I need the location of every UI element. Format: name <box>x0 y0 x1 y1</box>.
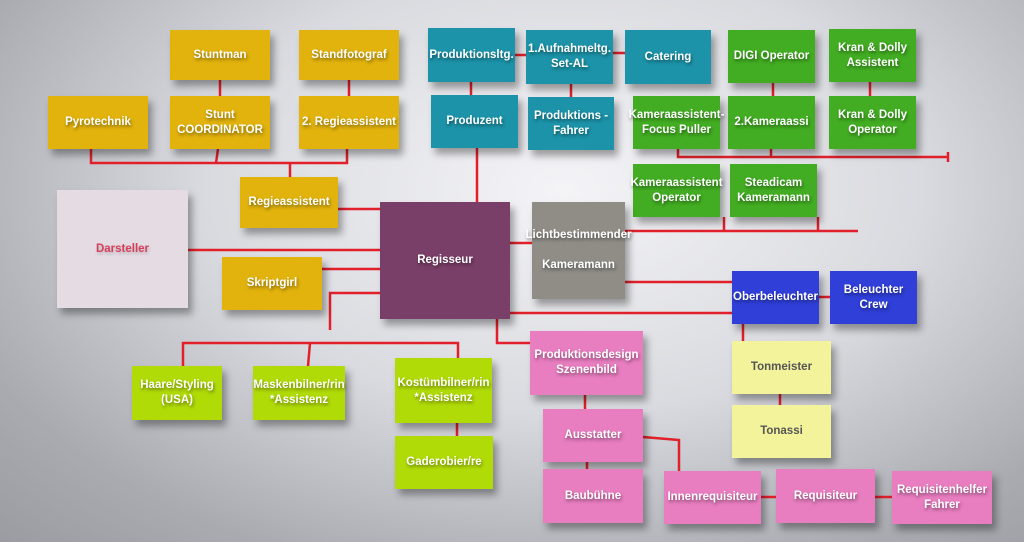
node-produktionsdesign: Produktionsdesign Szenenbild <box>530 331 643 395</box>
node-aufnahmeltg: 1.Aufnahmeltg. Set-AL <box>526 30 613 84</box>
node-kran-dolly-assistent: Kran & Dolly Assistent <box>829 29 916 82</box>
node-stuntman: Stuntman <box>170 30 270 80</box>
node-beleuchter-crew: Beleuchter Crew <box>830 271 917 324</box>
node-produktionsltg: Produktionsltg. <box>428 28 515 82</box>
node-requisiteur: Requisiteur <box>776 469 875 523</box>
node-produzent: Produzent <box>431 95 518 148</box>
node-baubuehne: Baubühne <box>543 469 643 523</box>
node-standfotograf: Standfotograf <box>299 30 399 80</box>
node-haare-styling: Haare/Styling (USA) <box>132 366 222 420</box>
node-regieassistent-2: 2. Regieassistent <box>299 96 399 149</box>
node-innenrequisiteur: Innenrequisiteur <box>664 471 761 524</box>
node-tonassi: Tonassi <box>732 405 831 458</box>
node-catering: Catering <box>625 30 711 84</box>
node-regieassistent: Regieassistent <box>240 177 338 228</box>
node-darsteller: Darsteller <box>57 190 188 308</box>
node-ausstatter: Ausstatter <box>543 409 643 462</box>
node-skriptgirl: Skriptgirl <box>222 257 322 310</box>
node-gaderobier: Gaderobier/re <box>395 436 493 489</box>
node-oberbeleuchter: Oberbeleuchter <box>732 271 819 324</box>
node-kameraassistent-operator: Kameraassistent Operator <box>630 164 723 217</box>
node-regisseur: Regisseur <box>380 202 510 319</box>
node-stunt-coordinator: Stunt COORDINATOR <box>170 96 270 149</box>
node-pyrotechnik: Pyrotechnik <box>48 96 148 149</box>
node-kran-dolly-operator: Kran & Dolly Operator <box>829 96 916 149</box>
node-tonmeister: Tonmeister <box>732 341 831 394</box>
node-digi-operator: DIGI Operator <box>728 30 815 83</box>
node-steadicam: Steadicam Kameramann <box>730 164 817 217</box>
node-kameraassi-2: 2.Kameraassi <box>728 96 815 149</box>
node-lichtbestimmender-kameramann: Lichtbestimmender Kameramann <box>525 202 632 299</box>
node-produktions-fahrer: Produktions - Fahrer <box>528 97 614 150</box>
node-focus-puller: Kameraassistent- Focus Puller <box>629 96 724 149</box>
node-maskenbildner: Maskenbilner/rin *Assistenz <box>253 366 345 420</box>
node-kostuembildner: Kostümbilner/rin *Assistenz <box>395 358 492 423</box>
node-requisitenhelfer: Requisitenhelfer Fahrer <box>892 471 992 524</box>
